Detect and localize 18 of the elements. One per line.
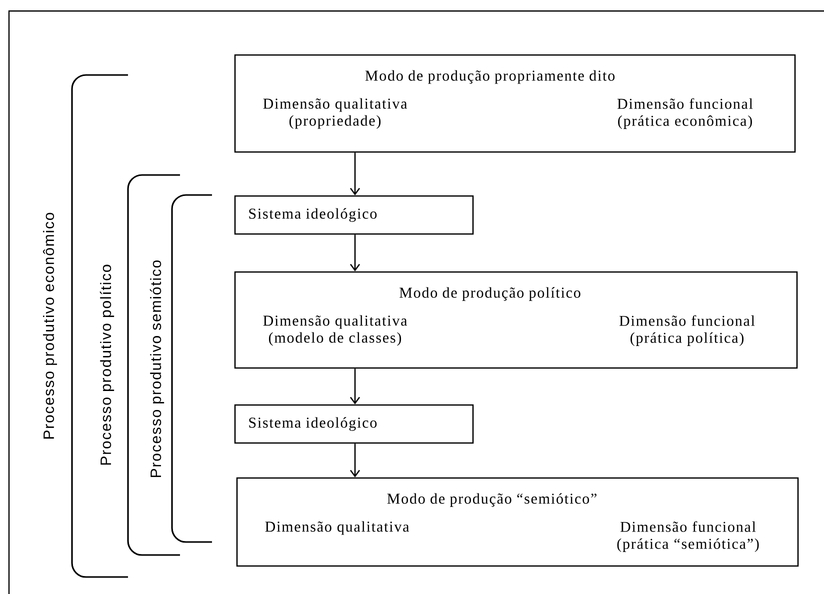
dimension-text: Dimensão funcional (prática “semiótica”) xyxy=(617,521,759,552)
dimension-text: Dimensão funcional (prática política) xyxy=(619,315,755,346)
bracket-label: Processo produtivo semiótico xyxy=(150,260,164,477)
bracket-label: Processo produtivo político xyxy=(100,264,114,465)
bracket-label: Processo produtivo econômico xyxy=(43,212,57,439)
dimension-text: Dimensão qualitativa (modelo de classes) xyxy=(263,315,408,346)
box-title: Modo de produção “semiótico” xyxy=(387,493,596,507)
dimension-text: Dimensão funcional (prática econômica) xyxy=(617,98,753,129)
box-title: Modo de produção propriamente dito xyxy=(365,70,615,84)
box-title: Sistema ideológico xyxy=(249,208,377,222)
arrow xyxy=(350,368,360,404)
dimension-text: Dimensão qualitativa xyxy=(265,521,410,535)
arrow xyxy=(350,234,360,272)
dimension-text: Dimensão qualitativa (propriedade) xyxy=(263,98,408,129)
box-title: Sistema ideológico xyxy=(249,417,377,431)
arrow xyxy=(350,152,360,196)
arrow xyxy=(350,444,360,478)
box-title: Modo de produção político xyxy=(400,287,580,301)
